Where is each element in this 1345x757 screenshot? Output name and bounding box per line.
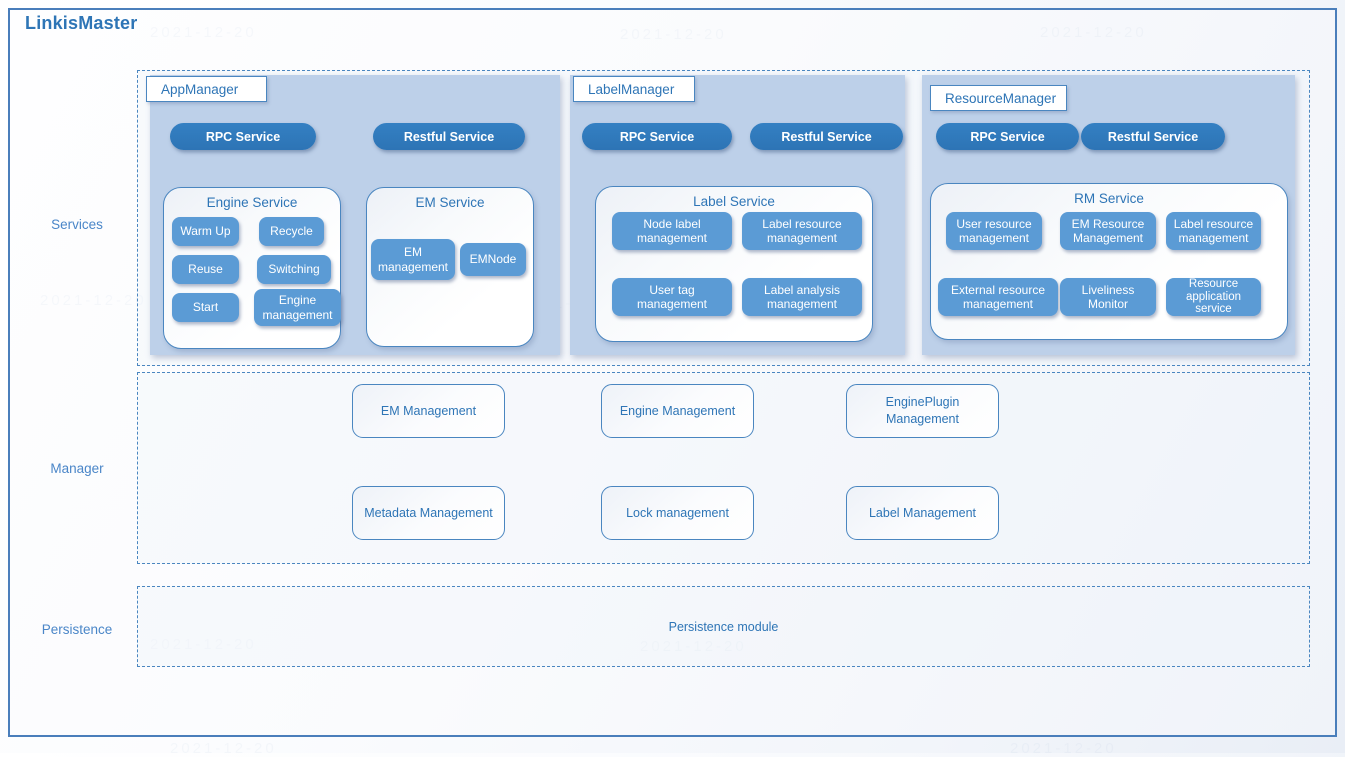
em-service-title: EM Service xyxy=(415,195,485,210)
engine-service-item-start: Start xyxy=(172,293,239,322)
resourcemanager-title-label: ResourceManager xyxy=(945,90,1057,106)
appmanager-rpc-service-pill: RPC Service xyxy=(170,123,316,150)
services-layer-label: Services xyxy=(51,217,103,232)
persistence-layer-label: Persistence xyxy=(41,622,113,637)
rm-service-title: RM Service xyxy=(1074,191,1144,206)
manager-layer-label: Manager xyxy=(50,461,104,476)
labelmanager-title: LabelManager xyxy=(573,76,695,102)
engine-service-title: Engine Service xyxy=(206,195,298,210)
resourcemanager-restful-service-pill: Restful Service xyxy=(1081,123,1225,150)
engine-service-item-recycle: Recycle xyxy=(259,217,324,246)
em-service-item-em-management: EM management xyxy=(371,239,455,280)
appmanager-title: AppManager xyxy=(146,76,267,102)
persistence-module-label: Persistence module xyxy=(668,619,779,634)
rm-service-item-user-resource-management: User resource management xyxy=(946,212,1042,250)
manager-box-engine-management: Engine Management xyxy=(601,384,754,438)
manager-box-engineplugin-management: EnginePlugin Management xyxy=(846,384,999,438)
labelmanager-rpc-service-pill: RPC Service xyxy=(582,123,732,150)
page-title: LinkisMaster xyxy=(25,13,138,33)
watermark-text: 2021-12-20 xyxy=(1010,740,1117,757)
manager-box-lock-management: Lock management xyxy=(601,486,754,540)
rm-service-item-em-resource-management: EM Resource Management xyxy=(1060,212,1156,250)
label-service-item-label-analysis-management: Label analysis management xyxy=(742,278,862,316)
labelmanager-title-label: LabelManager xyxy=(588,81,675,97)
label-service-item-node-label-management: Node label management xyxy=(612,212,732,250)
label-service-group: Label Service xyxy=(595,186,873,342)
appmanager-restful-service-pill: Restful Service xyxy=(373,123,525,150)
watermark-text: 2021-12-20 xyxy=(170,740,277,757)
rm-service-item-label-resource-management: Label resource management xyxy=(1166,212,1261,250)
engine-service-item-warm-up: Warm Up xyxy=(172,217,239,246)
appmanager-title-label: AppManager xyxy=(161,81,239,97)
engine-service-item-engine-management: Engine management xyxy=(254,289,341,326)
rm-service-group: RM Service xyxy=(930,183,1288,340)
label-service-item-user-tag-management: User tag management xyxy=(612,278,732,316)
label-service-title: Label Service xyxy=(693,194,775,209)
resourcemanager-title: ResourceManager xyxy=(930,85,1067,111)
em-service-item-emnode: EMNode xyxy=(460,243,526,276)
label-service-item-label-resource-management: Label resource management xyxy=(742,212,862,250)
manager-box-em-management: EM Management xyxy=(352,384,505,438)
persistence-layer: Persistence module xyxy=(137,586,1310,667)
manager-box-label-management: Label Management xyxy=(846,486,999,540)
rm-service-item-liveliness-monitor: Liveliness Monitor xyxy=(1060,278,1156,316)
engine-service-item-reuse: Reuse xyxy=(172,255,239,284)
rm-service-item-external-resource-management: External resource management xyxy=(938,278,1058,316)
manager-box-metadata-management: Metadata Management xyxy=(352,486,505,540)
labelmanager-restful-service-pill: Restful Service xyxy=(750,123,903,150)
rm-service-item-resource-application-service: Resource application service xyxy=(1166,278,1261,316)
engine-service-item-switching: Switching xyxy=(257,255,331,284)
resourcemanager-rpc-service-pill: RPC Service xyxy=(936,123,1079,150)
